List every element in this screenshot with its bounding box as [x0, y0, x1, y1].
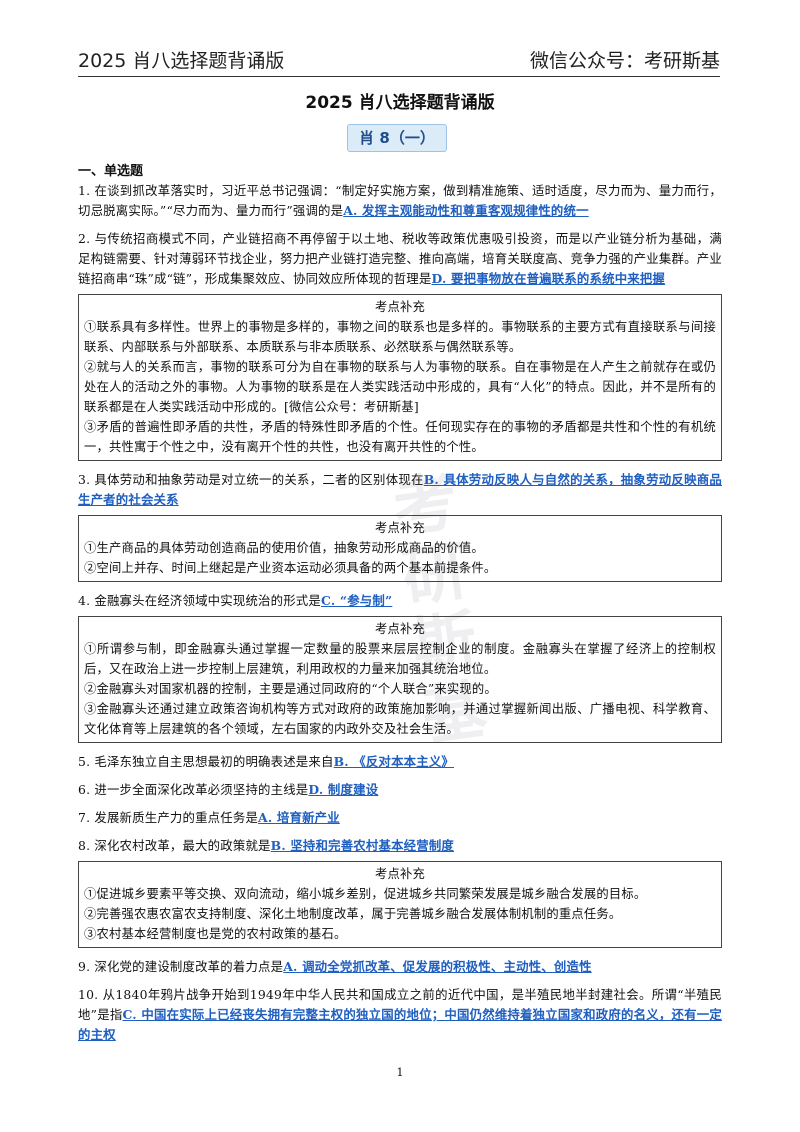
question-10: 10. 从1840年鸦片战争开始到1949年中华人民共和国成立之前的近代中国，是… — [78, 985, 722, 1045]
supplement-box: 考点补充 ①生产商品的具体劳动创造商品的使用价值，抽象劳动形成商品的价值。 ②空… — [78, 515, 722, 582]
supplement-line: ②完善强农惠农富农支持制度、深化土地制度改革，属于完善城乡融合发展体制机制的重点… — [84, 907, 622, 921]
section-pill: 肖 8（一） — [347, 124, 447, 152]
answer-link[interactable]: D. 要把事物放在普遍联系的系统中来把握 — [431, 271, 666, 286]
question-3: 3. 具体劳动和抽象劳动是对立统一的关系，二者的区别体现在B. 具体劳动反映人与… — [78, 470, 722, 510]
question-4: 4. 金融寡头在经济领域中实现统治的形式是C. “参与制” — [78, 591, 722, 611]
question-stem: 7. 发展新质生产力的重点任务是 — [78, 810, 259, 825]
answer-link[interactable]: C. 中国在实际上已经丧失拥有完整主权的独立国的地位；中国仍然维持着独立国家和政… — [78, 1007, 723, 1042]
answer-link[interactable]: B. 《反对本本主义》 — [333, 754, 455, 769]
answer-link[interactable]: A. 调动全党抓改革、促发展的积极性、主动性、创造性 — [283, 959, 592, 974]
question-8: 8. 深化农村改革，最大的政策就是B. 坚持和完善农村基本经营制度 — [78, 836, 722, 856]
question-9: 9. 深化党的建设制度改革的着力点是A. 调动全党抓改革、促发展的积极性、主动性… — [78, 957, 722, 977]
supplement-line: ②金融寡头对国家机器的控制，主要是通过同政府的“个人联合”来实现的。 — [84, 682, 497, 696]
question-stem: 8. 深化农村改革，最大的政策就是 — [78, 838, 271, 853]
supplement-line: ①联系具有多样性。世界上的事物是多样的，事物之间的联系也是多样的。事物联系的主要… — [84, 320, 716, 354]
supplement-title: 考点补充 — [375, 521, 425, 535]
supplement-box: 考点补充 ①联系具有多样性。世界上的事物是多样的，事物之间的联系也是多样的。事物… — [78, 294, 722, 461]
supplement-line: ③矛盾的普遍性即矛盾的共性，矛盾的特殊性即矛盾的个性。任何现实存在的事物的矛盾都… — [84, 420, 716, 454]
question-stem: 4. 金融寡头在经济领域中实现统治的形式是 — [78, 593, 321, 608]
question-6: 6. 进一步全面深化改革必须坚持的主线是D. 制度建设 — [78, 780, 722, 800]
question-stem: 6. 进一步全面深化改革必须坚持的主线是 — [78, 782, 309, 797]
section-heading: 一、单选题 — [78, 164, 144, 179]
supplement-line: ①促进城乡要素平等交换、双向流动，缩小城乡差别，促进城乡共同繁荣发展是城乡融合发… — [84, 887, 647, 901]
supplement-title: 考点补充 — [375, 867, 425, 881]
header-left-title: 2025 肖八选择题背诵版 — [78, 49, 285, 72]
supplement-line: ①所谓参与制，即金融寡头通过掌握一定数量的股票来层层控制企业的制度。金融寡头在掌… — [84, 642, 716, 676]
header-right-wechat: 微信公众号：考研斯基 — [529, 49, 720, 72]
question-stem: 2. 与传统招商模式不同，产业链招商不再停留于以土地、税收等政策优惠吸引投资，而… — [78, 231, 722, 286]
page-number: 1 — [396, 1066, 404, 1079]
answer-link[interactable]: B. 具体劳动反映人与自然的关系，抽象劳动反映商品生产者的社会关系 — [78, 472, 723, 507]
question-7: 7. 发展新质生产力的重点任务是A. 培育新产业 — [78, 808, 722, 828]
page-title: 2025 肖八选择题背诵版 — [305, 93, 495, 113]
supplement-box: 考点补充 ①促进城乡要素平等交换、双向流动，缩小城乡差别，促进城乡共同繁荣发展是… — [78, 861, 722, 948]
supplement-box: 考点补充 ①所谓参与制，即金融寡头通过掌握一定数量的股票来层层控制企业的制度。金… — [78, 616, 722, 743]
answer-link[interactable]: B. 坚持和完善农村基本经营制度 — [270, 838, 455, 853]
answer-link[interactable]: A. 发挥主观能动性和尊重客观规律性的统一 — [343, 203, 589, 218]
question-stem: 3. 具体劳动和抽象劳动是对立统一的关系，二者的区别体现在 — [78, 472, 424, 487]
question-list: 一、单选题 1. 在谈到抓改革落实时，习近平总书记强调：“制定好实施方案，做到精… — [78, 160, 722, 1053]
supplement-line: ①生产商品的具体劳动创造商品的使用价值，抽象劳动形成商品的价值。 — [84, 541, 484, 555]
answer-link[interactable]: D. 制度建设 — [308, 782, 379, 797]
question-stem: 10. 从1840年鸦片战争开始到1949年中华人民共和国成立之前的近代中国，是… — [78, 987, 722, 1022]
question-5: 5. 毛泽东独立自主思想最初的明确表述是来自B. 《反对本本主义》 — [78, 752, 722, 772]
supplement-line: ②空间上并存、时间上继起是产业资本运动必须具备的两个基本前提条件。 — [84, 561, 497, 575]
question-2: 2. 与传统招商模式不同，产业链招商不再停留于以土地、税收等政策优惠吸引投资，而… — [78, 229, 722, 289]
question-stem: 1. 在谈到抓改革落实时，习近平总书记强调：“制定好实施方案，做到精准施策、适时… — [78, 183, 722, 218]
question-1: 1. 在谈到抓改革落实时，习近平总书记强调：“制定好实施方案，做到精准施策、适时… — [78, 181, 722, 221]
question-stem: 5. 毛泽东独立自主思想最初的明确表述是来自 — [78, 754, 334, 769]
answer-link[interactable]: C. “参与制” — [321, 593, 393, 608]
answer-link[interactable]: A. 培育新产业 — [258, 810, 340, 825]
running-header: 2025 肖八选择题背诵版 微信公众号：考研斯基 — [78, 42, 720, 77]
supplement-line: ③农村基本经营制度也是党的农村政策的基石。 — [84, 927, 347, 941]
question-stem: 9. 深化党的建设制度改革的着力点是 — [78, 959, 284, 974]
supplement-line: ③金融寡头还通过建立政策咨询机构等方式对政府的政策施加影响，并通过掌握新闻出版、… — [84, 702, 716, 736]
supplement-line: ②就与人的关系而言，事物的联系可分为自在事物的联系与人为事物的联系。自在事物是在… — [84, 360, 716, 414]
supplement-title: 考点补充 — [375, 300, 425, 314]
supplement-title: 考点补充 — [375, 622, 425, 636]
